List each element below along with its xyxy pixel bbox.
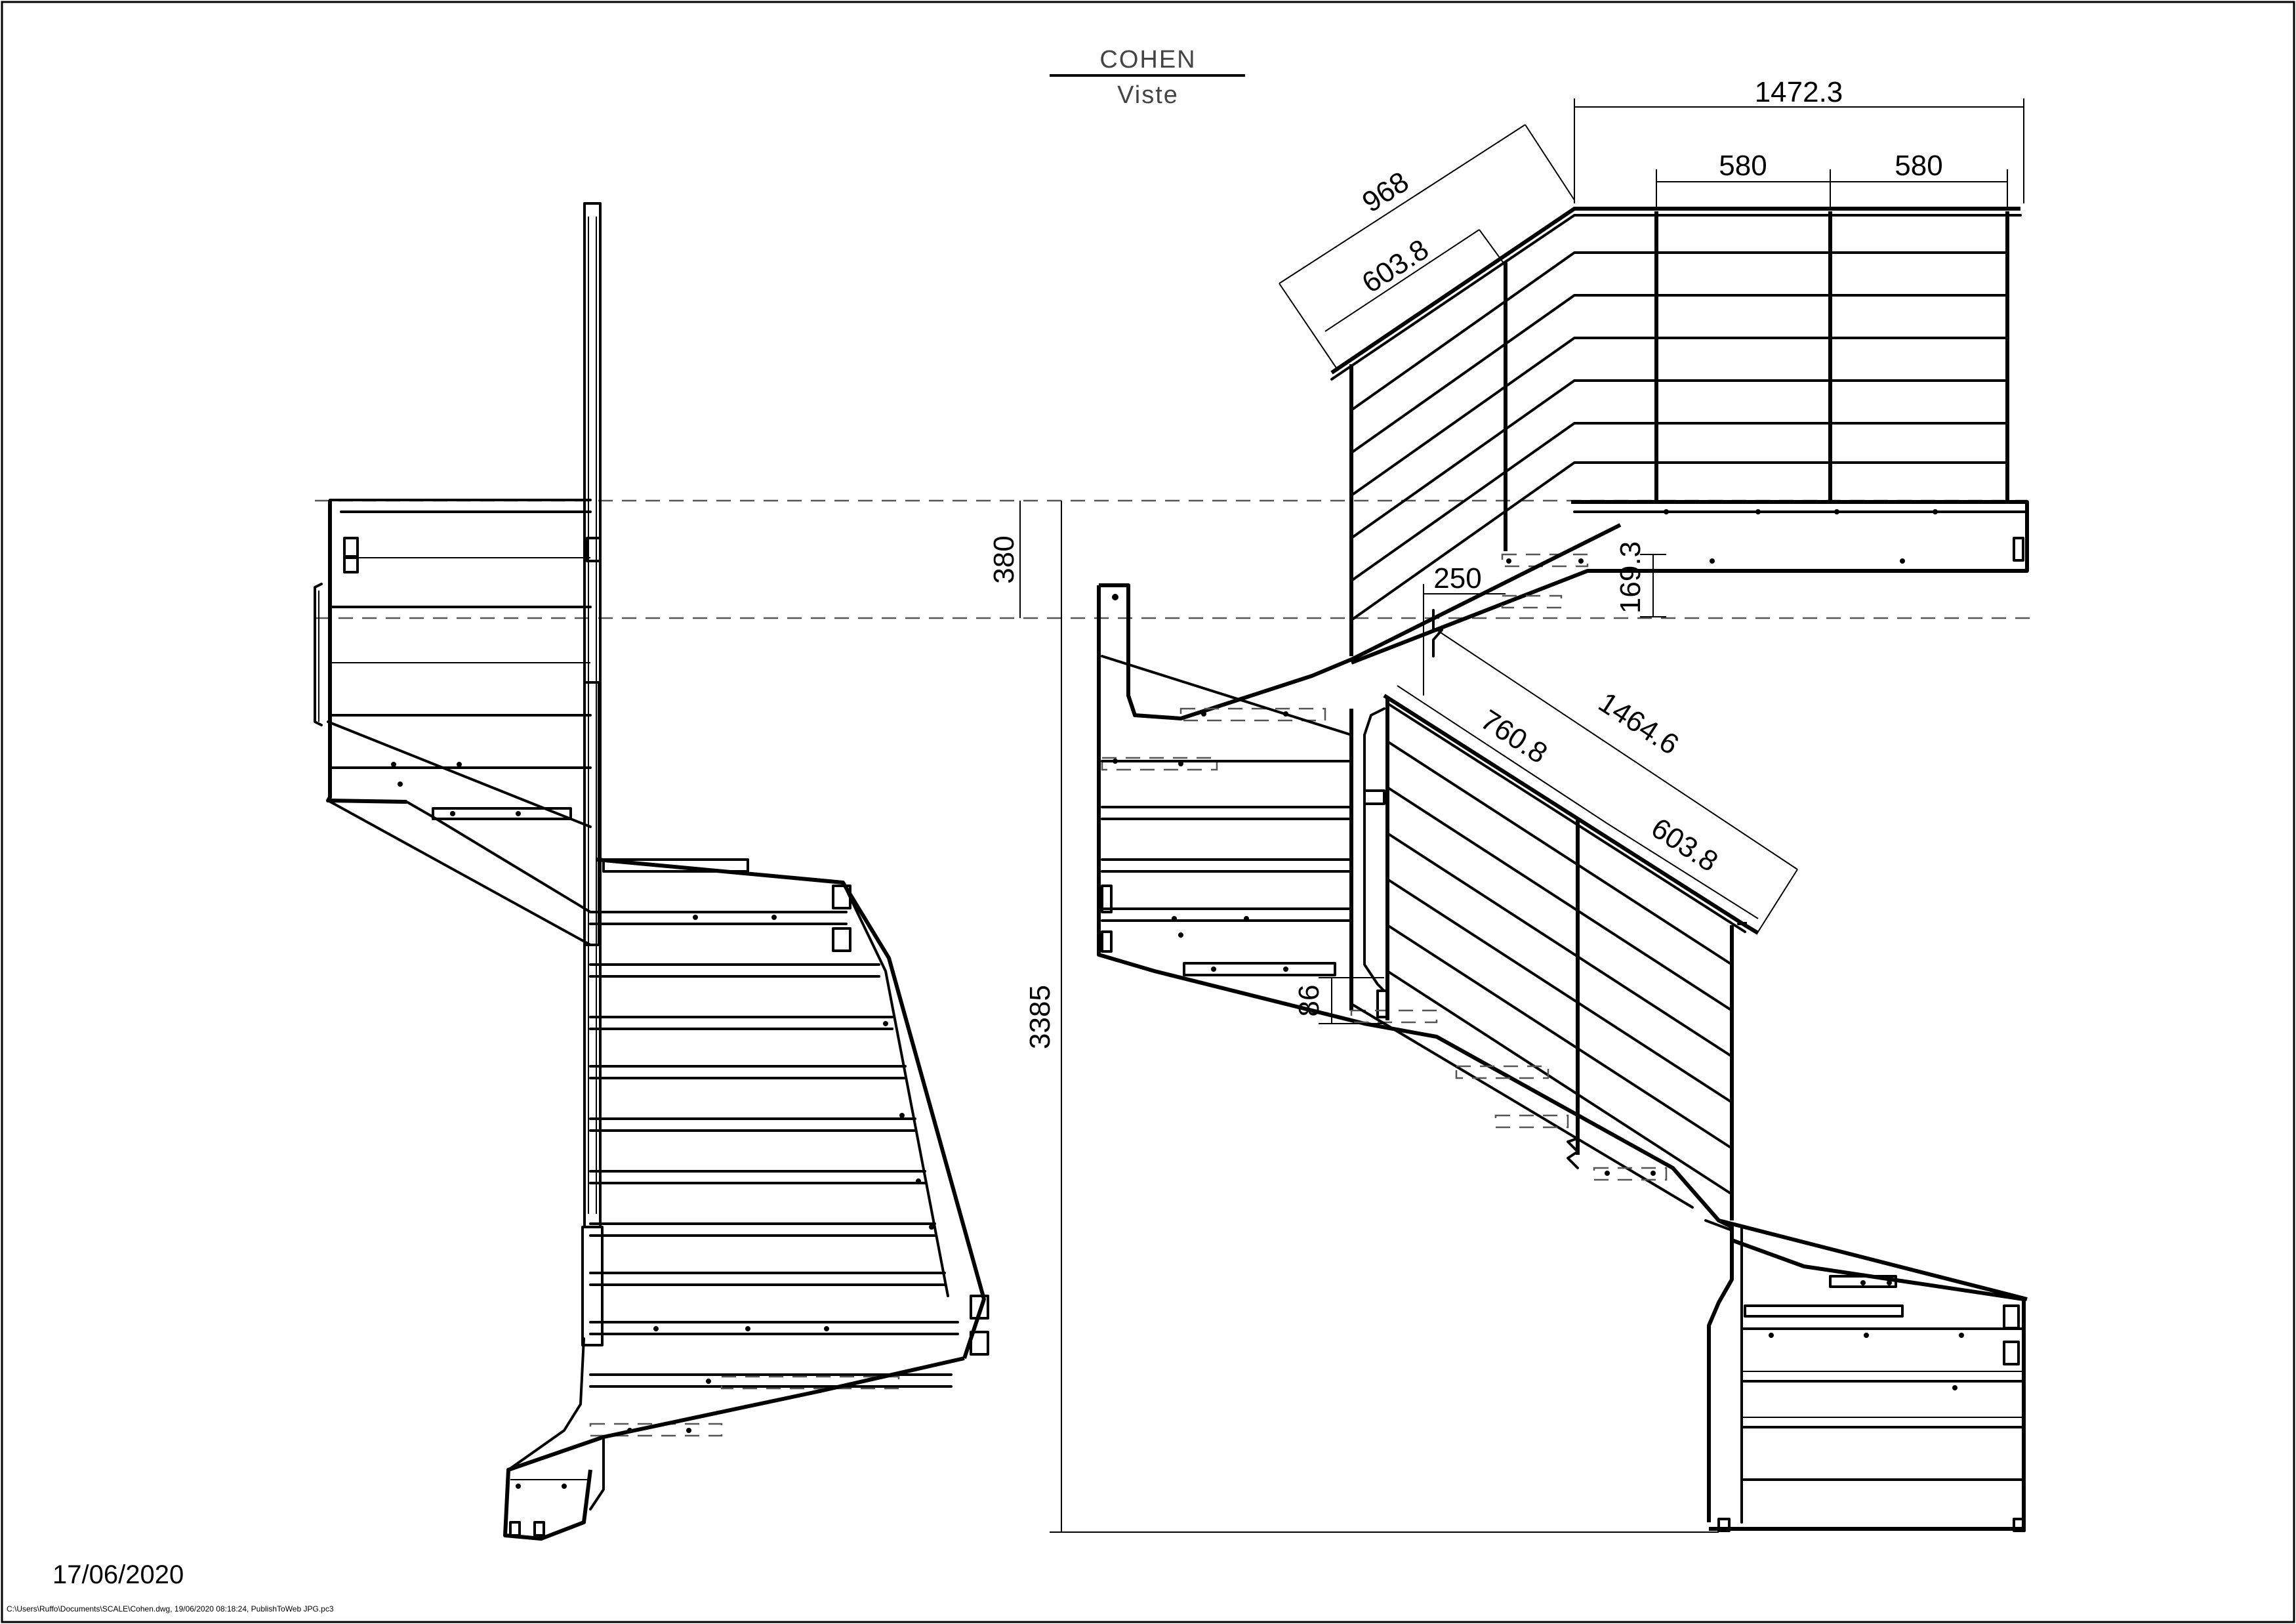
title-block: COHEN Viste (1050, 46, 1245, 109)
level-lines (315, 499, 2034, 619)
dim-total-height: 3385 (1024, 501, 1719, 1533)
dim-landing-offset: 169.3 (1614, 541, 1666, 617)
dim-top-total-label: 1472.3 (1755, 76, 1843, 108)
dim-step-small: 250 (1423, 562, 1506, 696)
dim-upper-rail-outer-label: 968 (1357, 165, 1414, 219)
dim-post-gap: 86 (1293, 977, 1384, 1024)
dim-upper-rail: 968 603.8 (1279, 124, 1575, 371)
file-path: C:\Users\Ruffo\Documents\SCALE\Cohen.dwg… (7, 1604, 334, 1614)
right-front-view (1097, 207, 2029, 1532)
dim-top-seg-a-label: 580 (1719, 150, 1767, 182)
dim-post-gap-label: 86 (1293, 985, 1325, 1017)
dim-landing-height-label: 380 (988, 535, 1020, 583)
dim-total-height-label: 3385 (1024, 985, 1056, 1049)
drawing-date: 17/06/2020 (52, 1560, 184, 1589)
dim-upper-rail-inner-label: 603.8 (1357, 233, 1435, 299)
dim-top-seg-b-label: 580 (1895, 150, 1942, 182)
dim-step-small-label: 250 (1433, 562, 1481, 594)
drawing-subtitle: Viste (1117, 81, 1179, 109)
left-side-view (314, 202, 989, 1541)
dim-lower-rail-total-label: 1464.6 (1593, 686, 1685, 761)
dim-top-total: 1472.3 (1574, 76, 2024, 203)
dim-landing-height: 380 (988, 501, 1021, 618)
dim-lower-rail: 1464.6 760.8 603.8 (1397, 629, 1798, 932)
dim-landing-offset-label: 169.3 (1614, 541, 1647, 614)
drawing-title: COHEN (1099, 46, 1196, 73)
dim-top-segments: 580 580 (1656, 150, 2008, 207)
